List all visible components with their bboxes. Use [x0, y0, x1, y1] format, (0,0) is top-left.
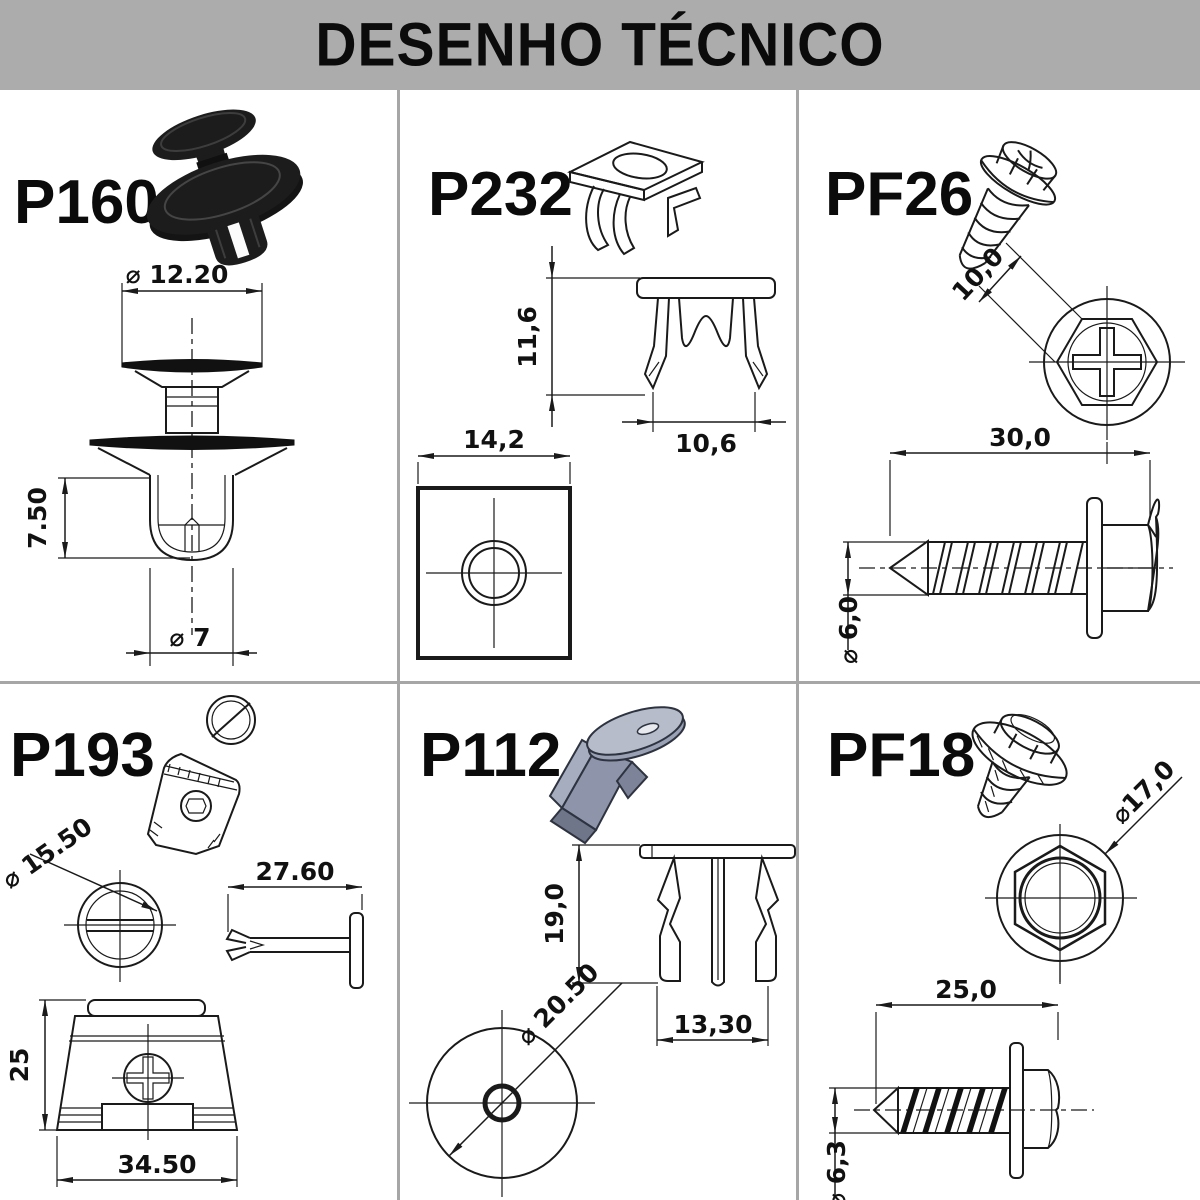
- panel-pf18: PF18: [799, 684, 1200, 1200]
- svg-text:⌀ 6,3: ⌀ 6,3: [822, 1140, 851, 1200]
- p193-dim-height: 25: [5, 999, 86, 1131]
- page-title: DESENHO TÉCNICO: [315, 10, 885, 80]
- p232-side-view: [636, 277, 776, 391]
- pf18-dim-washer-diameter: ⌀17,0: [1104, 755, 1183, 855]
- p193-dim-base-width: 34.50: [56, 1136, 238, 1187]
- part-code-pf18: PF18: [827, 721, 975, 790]
- p112-3d-render-icon: [548, 706, 686, 845]
- p112-dim-body-width: 13,30: [656, 986, 769, 1046]
- p232-dim-base-width: 10,6: [622, 392, 786, 458]
- p193-front-view: [55, 999, 239, 1140]
- part-code-p193: P193: [10, 721, 155, 790]
- p232-dim-plate-width: 14,2: [417, 425, 571, 484]
- p193-dim-pin-length: 27.60: [227, 857, 363, 932]
- svg-text:⌀ 6,0: ⌀ 6,0: [834, 596, 863, 664]
- p193-dim-cap-diameter: ⌀ 15.50: [0, 812, 158, 912]
- title-bar: DESENHO TÉCNICO: [0, 0, 1200, 90]
- pf26-side-view: [859, 497, 1173, 639]
- grid-divider-vertical-2: [796, 90, 799, 1200]
- pf26-drawing: PF26: [825, 141, 1185, 664]
- pf18-side-view: [854, 1042, 1094, 1179]
- p232-top-view: [416, 486, 572, 660]
- pf18-3d-render-icon: [971, 713, 1068, 819]
- part-code-p160: P160: [14, 168, 159, 237]
- p160-3d-render-icon: [146, 109, 303, 266]
- pf18-head-top-view: [985, 824, 1137, 982]
- svg-text:13,30: 13,30: [673, 1010, 752, 1039]
- svg-text:25,0: 25,0: [935, 975, 997, 1004]
- svg-text:14,2: 14,2: [463, 425, 525, 454]
- panel-p112: P112: [400, 684, 796, 1200]
- panel-p193: P193: [0, 684, 397, 1200]
- p193-drawing: P193: [0, 695, 364, 1187]
- svg-text:7.50: 7.50: [23, 487, 52, 549]
- panel-p232: P232: [400, 90, 796, 681]
- p193-3d-render-icon: [146, 695, 256, 856]
- svg-text:⌀ 15.50: ⌀ 15.50: [0, 812, 98, 895]
- p193-pin-side-view: [225, 912, 364, 989]
- svg-text:⌀ 20.50: ⌀ 20.50: [511, 957, 604, 1050]
- svg-text:30,0: 30,0: [989, 423, 1051, 452]
- pf26-3d-render-icon: [958, 141, 1058, 270]
- svg-text:⌀ 12.20: ⌀ 12.20: [126, 260, 229, 289]
- pf26-dim-length: 30,0: [889, 423, 1151, 536]
- p232-3d-render-icon: [567, 140, 705, 256]
- pf18-dim-thread-diameter: ⌀ 6,3: [822, 1087, 897, 1200]
- svg-text:⌀ 7: ⌀ 7: [169, 623, 210, 652]
- svg-text:19,0: 19,0: [540, 883, 569, 945]
- svg-text:11,6: 11,6: [513, 306, 542, 368]
- grid-divider-horizontal: [0, 681, 1200, 684]
- svg-text:⌀17,0: ⌀17,0: [1106, 755, 1181, 830]
- p112-dim-flange-diameter: ⌀ 20.50: [448, 957, 623, 1157]
- panel-pf26: PF26: [799, 90, 1200, 681]
- part-code-pf26: PF26: [825, 160, 973, 229]
- grid-divider-vertical-1: [397, 90, 400, 1200]
- svg-text:25: 25: [5, 1048, 34, 1083]
- p112-side-view: [639, 844, 796, 987]
- p160-drawing: P160 ⌀ 12.20: [14, 109, 303, 666]
- p193-cap-top-view: [64, 870, 176, 982]
- svg-text:10,6: 10,6: [675, 429, 737, 458]
- pf26-dim-head-width: 10,0: [946, 242, 1083, 363]
- pf18-drawing: PF18: [822, 713, 1183, 1200]
- panel-p160: P160 ⌀ 12.20: [0, 90, 397, 681]
- pf26-head-top-view: [1029, 286, 1185, 440]
- p232-drawing: P232: [416, 140, 786, 660]
- p232-dim-height: 11,6: [513, 246, 645, 427]
- p112-dim-height: 19,0: [540, 844, 658, 984]
- p160-side-view: [89, 318, 295, 635]
- p160-dim-shank-diameter: ⌀ 7: [126, 568, 257, 666]
- svg-text:10,0: 10,0: [946, 242, 1009, 307]
- p112-drawing: P112: [409, 706, 796, 1197]
- part-code-p112: P112: [420, 721, 561, 790]
- pf18-dim-length: 25,0: [875, 961, 1061, 1104]
- svg-text:27.60: 27.60: [255, 857, 334, 886]
- part-code-p232: P232: [428, 160, 573, 229]
- svg-text:34.50: 34.50: [117, 1150, 196, 1179]
- p160-dim-leg-length: 7.50: [23, 477, 190, 559]
- pf26-dim-thread-diameter: ⌀ 6,0: [834, 541, 927, 664]
- p160-dim-head-diameter: ⌀ 12.20: [121, 260, 263, 367]
